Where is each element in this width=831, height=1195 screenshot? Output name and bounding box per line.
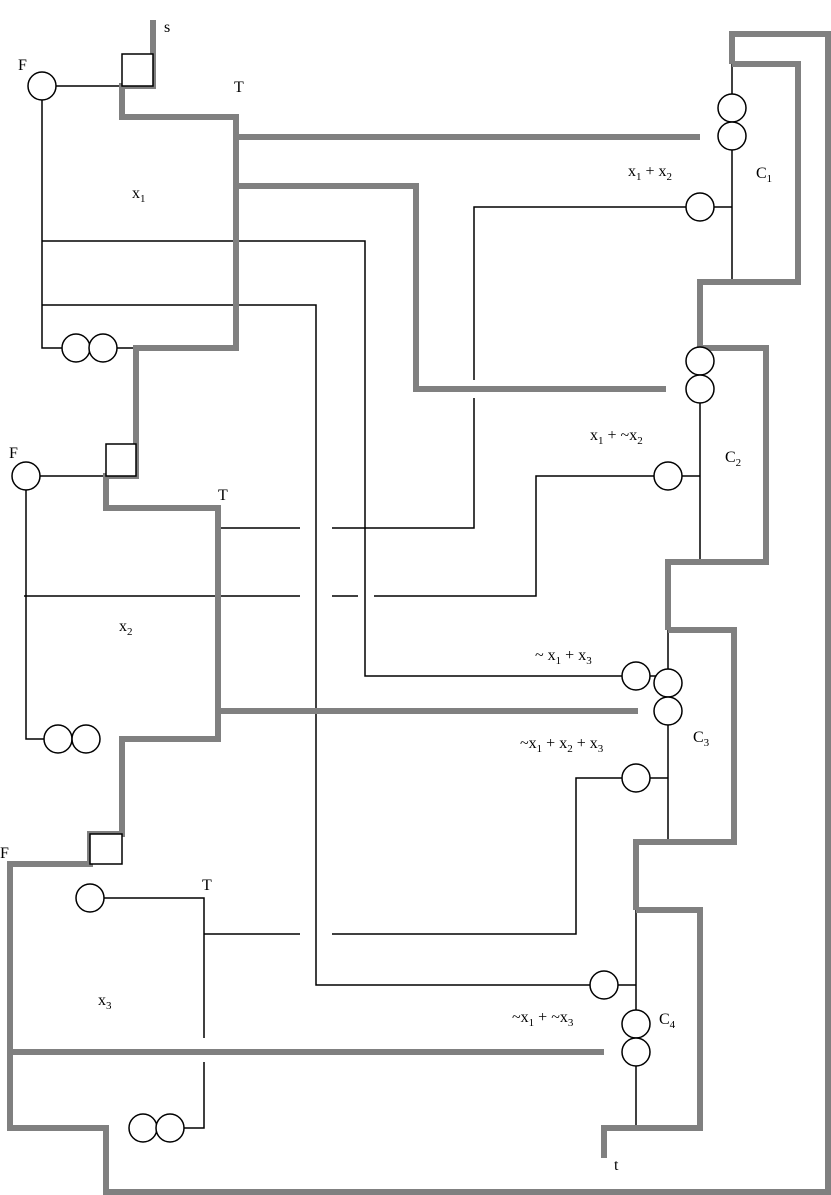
c1-expr: x1 + x2 — [628, 163, 672, 183]
sink-label: t — [614, 1157, 619, 1174]
x1-to-c2-path — [236, 183, 666, 392]
x2-f-label: F — [9, 445, 18, 462]
x1-entry-box — [121, 53, 154, 87]
thick-paths — [7, 20, 831, 1195]
x2-bottom-node-a — [43, 724, 73, 754]
labels: s t F T F T F T x1 x2 x3 C1 C2 C3 C4 x1 … — [0, 19, 772, 1174]
x1-left-rail — [41, 100, 62, 349]
x2-to-c2-wire — [24, 475, 654, 597]
c2-node-top — [685, 346, 715, 376]
thin-wires — [24, 64, 733, 1129]
x2-gadget-label: x2 — [119, 618, 133, 638]
boxes — [89, 53, 154, 865]
c3-node-branch-bottom — [621, 763, 651, 793]
c1-node-mid — [717, 121, 747, 151]
c2-node-mid — [685, 374, 715, 404]
c3-node-mid — [653, 696, 683, 726]
c3-expr-top: ~ x1 + x3 — [535, 647, 592, 667]
x3-t-label: T — [202, 877, 212, 894]
c3-exit-path — [633, 627, 737, 910]
c4-node-branch — [589, 970, 619, 1000]
c3-node-branch-top — [621, 661, 651, 691]
c3-label: C3 — [693, 729, 710, 749]
x3-gadget-label: x3 — [98, 992, 112, 1012]
x3-bottom-node-a — [128, 1113, 158, 1143]
x3-to-c3-wire — [204, 777, 622, 935]
x3-entry-box — [89, 833, 123, 865]
x2-t-label: T — [218, 487, 228, 504]
x1-bottom-node-b — [88, 333, 118, 363]
x2-left-rail — [25, 490, 44, 740]
x2-f-node — [11, 461, 41, 491]
x3-f-label: F — [0, 845, 9, 862]
c1-node-branch — [685, 192, 715, 222]
c3-expr-bottom: ~x1 + x2 + x3 — [520, 735, 604, 755]
c2-node-branch — [653, 461, 683, 491]
x1-f-label: F — [18, 57, 27, 74]
nodes — [11, 71, 747, 1143]
source-label: s — [164, 19, 170, 36]
c4-node-mid — [621, 1037, 651, 1067]
x1-to-c4-wire — [42, 304, 590, 986]
c2-exit-path — [665, 345, 769, 630]
s-to-x1-path — [7, 20, 831, 1195]
c4-expr: ~x1 + ~x3 — [512, 1009, 574, 1029]
c1-label: C1 — [756, 165, 772, 185]
c2-expr: x1 + ~x2 — [590, 427, 643, 447]
x2-entry-box — [105, 443, 137, 477]
x2-to-c1-wire — [218, 206, 686, 529]
x1-bottom-node-a — [61, 333, 91, 363]
c4-label: C4 — [659, 1011, 676, 1031]
x3-bottom-node-b — [155, 1113, 185, 1143]
c3-node-top — [653, 668, 683, 698]
x3-t-wire — [104, 897, 205, 1129]
x1-t-label: T — [234, 79, 244, 96]
x1-f-node — [27, 71, 57, 101]
c4-node-top — [621, 1009, 651, 1039]
c2-label: C2 — [725, 449, 741, 469]
x1-to-c3-wire — [42, 240, 622, 677]
x1-gadget-label: x1 — [132, 185, 146, 205]
c1-exit-path — [697, 61, 801, 348]
c4-exit-path — [601, 907, 703, 1158]
x2-bottom-node-b — [71, 724, 101, 754]
x3-f-node — [75, 883, 105, 913]
c1-node-top — [717, 93, 747, 123]
